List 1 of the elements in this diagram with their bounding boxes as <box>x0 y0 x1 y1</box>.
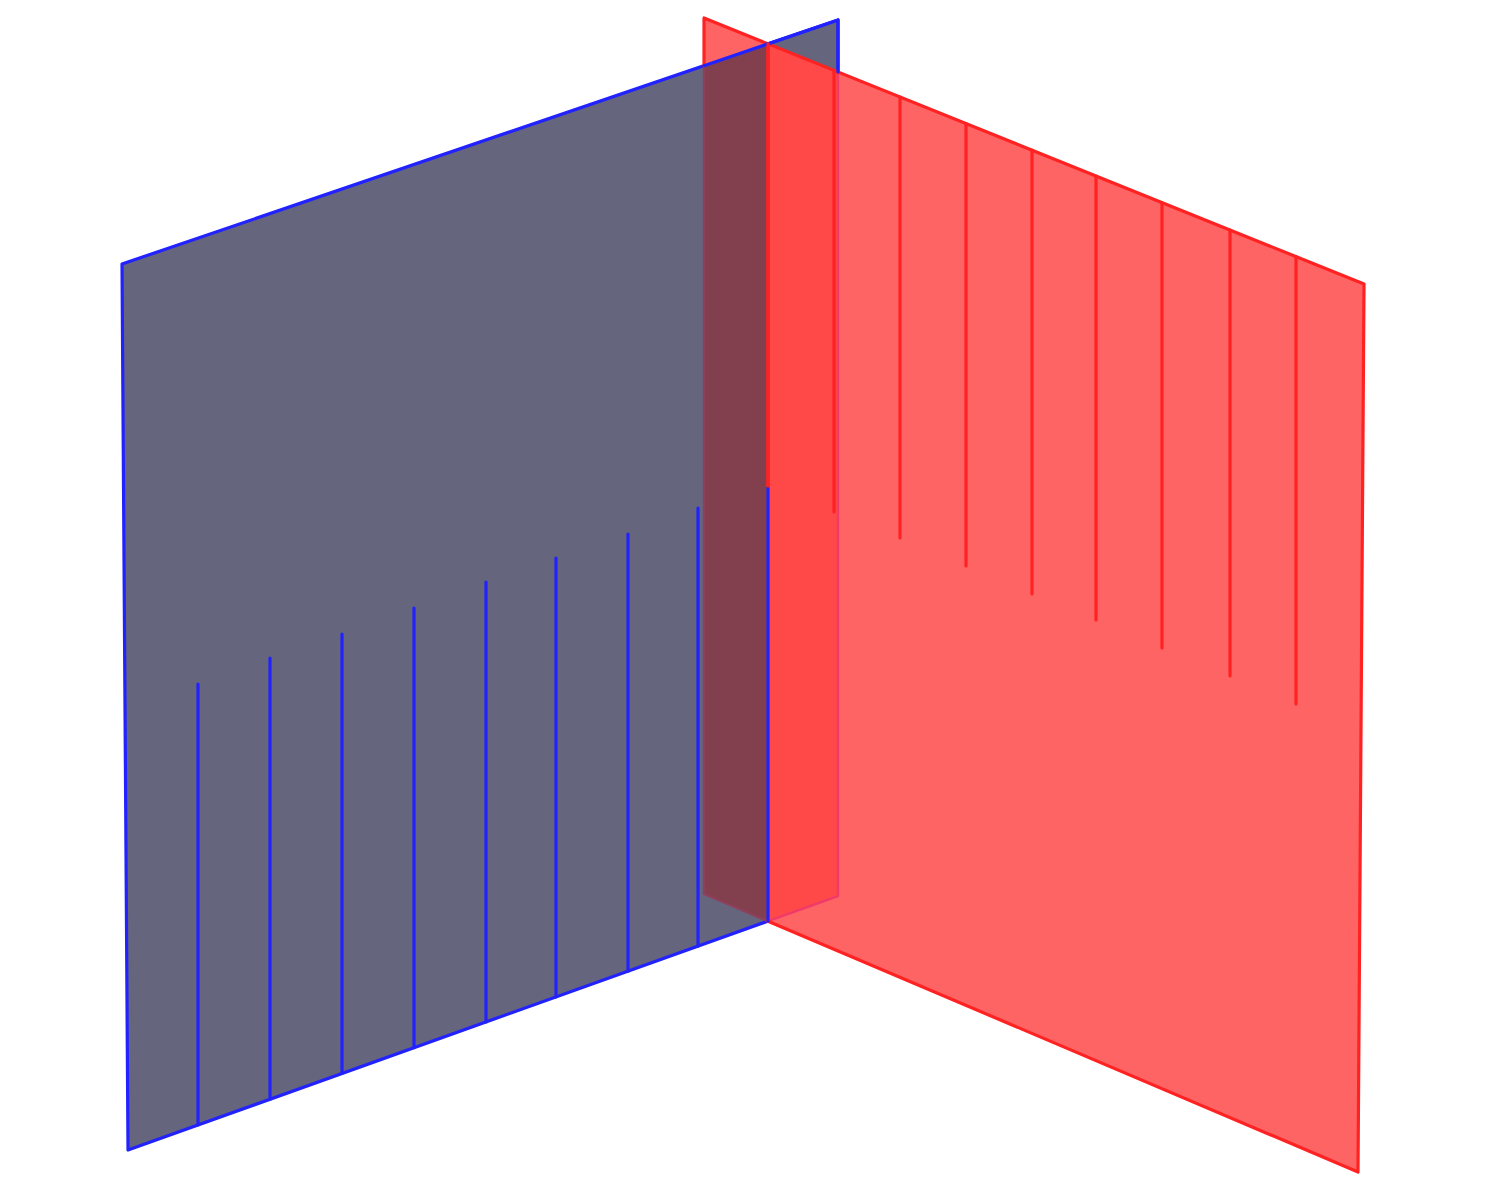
vertical-plane <box>702 16 1366 1174</box>
